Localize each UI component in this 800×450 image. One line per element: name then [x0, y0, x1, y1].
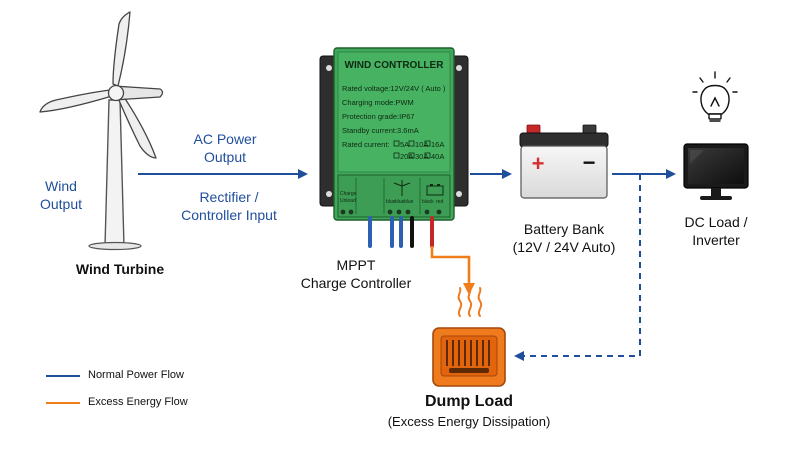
- controller-current-40a: 40A: [431, 152, 445, 161]
- controller-current-16a: 16A: [431, 140, 445, 149]
- wind-output-line-1: Wind: [45, 178, 77, 194]
- wind-turbine-icon: [39, 11, 164, 251]
- mppt-line-1: MPPT: [336, 257, 376, 273]
- battery-line-2: (12V / 24V Auto): [512, 238, 616, 255]
- controller-wires: [368, 216, 434, 248]
- flow-arrows: [138, 169, 676, 361]
- controller-title: WIND CONTROLLER: [344, 60, 444, 71]
- arrow-controller-to-dump-load: [430, 246, 475, 295]
- wire-label-black: black: [422, 199, 434, 205]
- battery-minus-sign: −: [582, 150, 596, 175]
- controller-spec-mode: Charging mode:PWM: [342, 98, 414, 107]
- arrow-battery-to-dump-load: [514, 174, 641, 361]
- wire-label-blue-1: blue: [386, 199, 396, 205]
- controller-current-30a: 30A: [415, 152, 429, 161]
- ac-power-line-1: AC Power: [193, 131, 257, 147]
- ac-power-line-2: Output: [203, 148, 247, 165]
- rectifier-line-2: Controller Input: [181, 206, 277, 223]
- controller-rated-current-label: Rated current:: [342, 140, 390, 149]
- dump-load-heater-icon: [432, 287, 506, 387]
- rectifier-input-label: Rectifier / Controller Input: [172, 189, 286, 224]
- dump-load-title: Dump Load: [425, 393, 513, 410]
- terminal-label-unload: Unload: [340, 198, 356, 204]
- controller-spec-protection: Protection grade:IP67: [342, 112, 415, 121]
- battery-bank-icon: [519, 124, 609, 199]
- current-checkboxes: [393, 140, 431, 159]
- legend-normal-label: Normal Power Flow: [88, 369, 184, 381]
- controller-current-10a: 10A: [415, 140, 429, 149]
- dump-load-subtitle: (Excess Energy Dissipation): [387, 414, 551, 429]
- legend-excess-label: Excess Energy Flow: [88, 396, 188, 408]
- dc-load-label: DC Load / Inverter: [670, 214, 762, 249]
- battery-bank-label: Battery Bank (12V / 24V Auto): [504, 221, 624, 256]
- battery-plus-sign: +: [531, 151, 545, 176]
- rectifier-line-1: Rectifier /: [199, 189, 259, 205]
- battery-line-1: Battery Bank: [523, 221, 605, 237]
- dc-load-line-2: Inverter: [692, 231, 740, 248]
- light-bulb-icon: [692, 71, 738, 122]
- mppt-line-2: Charge Controller: [300, 274, 412, 291]
- ac-power-output-label: AC Power Output: [170, 131, 280, 166]
- battery-symbol-icon: [426, 184, 444, 196]
- wind-turbine-label: Wind Turbine: [75, 261, 165, 277]
- wire-label-red: red: [436, 199, 444, 205]
- turbine-symbol-icon: [393, 180, 411, 196]
- controller-spec-standby: Standby current:3.6mA: [342, 126, 419, 135]
- terminal-label-charge: Charge: [340, 191, 357, 197]
- controller-current-5a: 5A: [400, 140, 410, 149]
- terminal-screws: [340, 209, 442, 215]
- controller-current-20a: 20A: [400, 152, 414, 161]
- monitor-icon: [683, 143, 749, 200]
- charge-controller-device: [319, 47, 469, 221]
- wind-output-label: Wind Output: [26, 178, 96, 213]
- wire-label-blue-3: blue: [404, 199, 414, 205]
- wire-label-blue-2: blue: [395, 199, 405, 205]
- dc-load-line-1: DC Load /: [684, 214, 748, 230]
- mppt-controller-label: MPPT Charge Controller: [296, 257, 416, 292]
- wind-output-line-2: Output: [39, 195, 83, 212]
- controller-spec-voltage: Rated voltage:12V/24V ( Auto ): [342, 84, 446, 93]
